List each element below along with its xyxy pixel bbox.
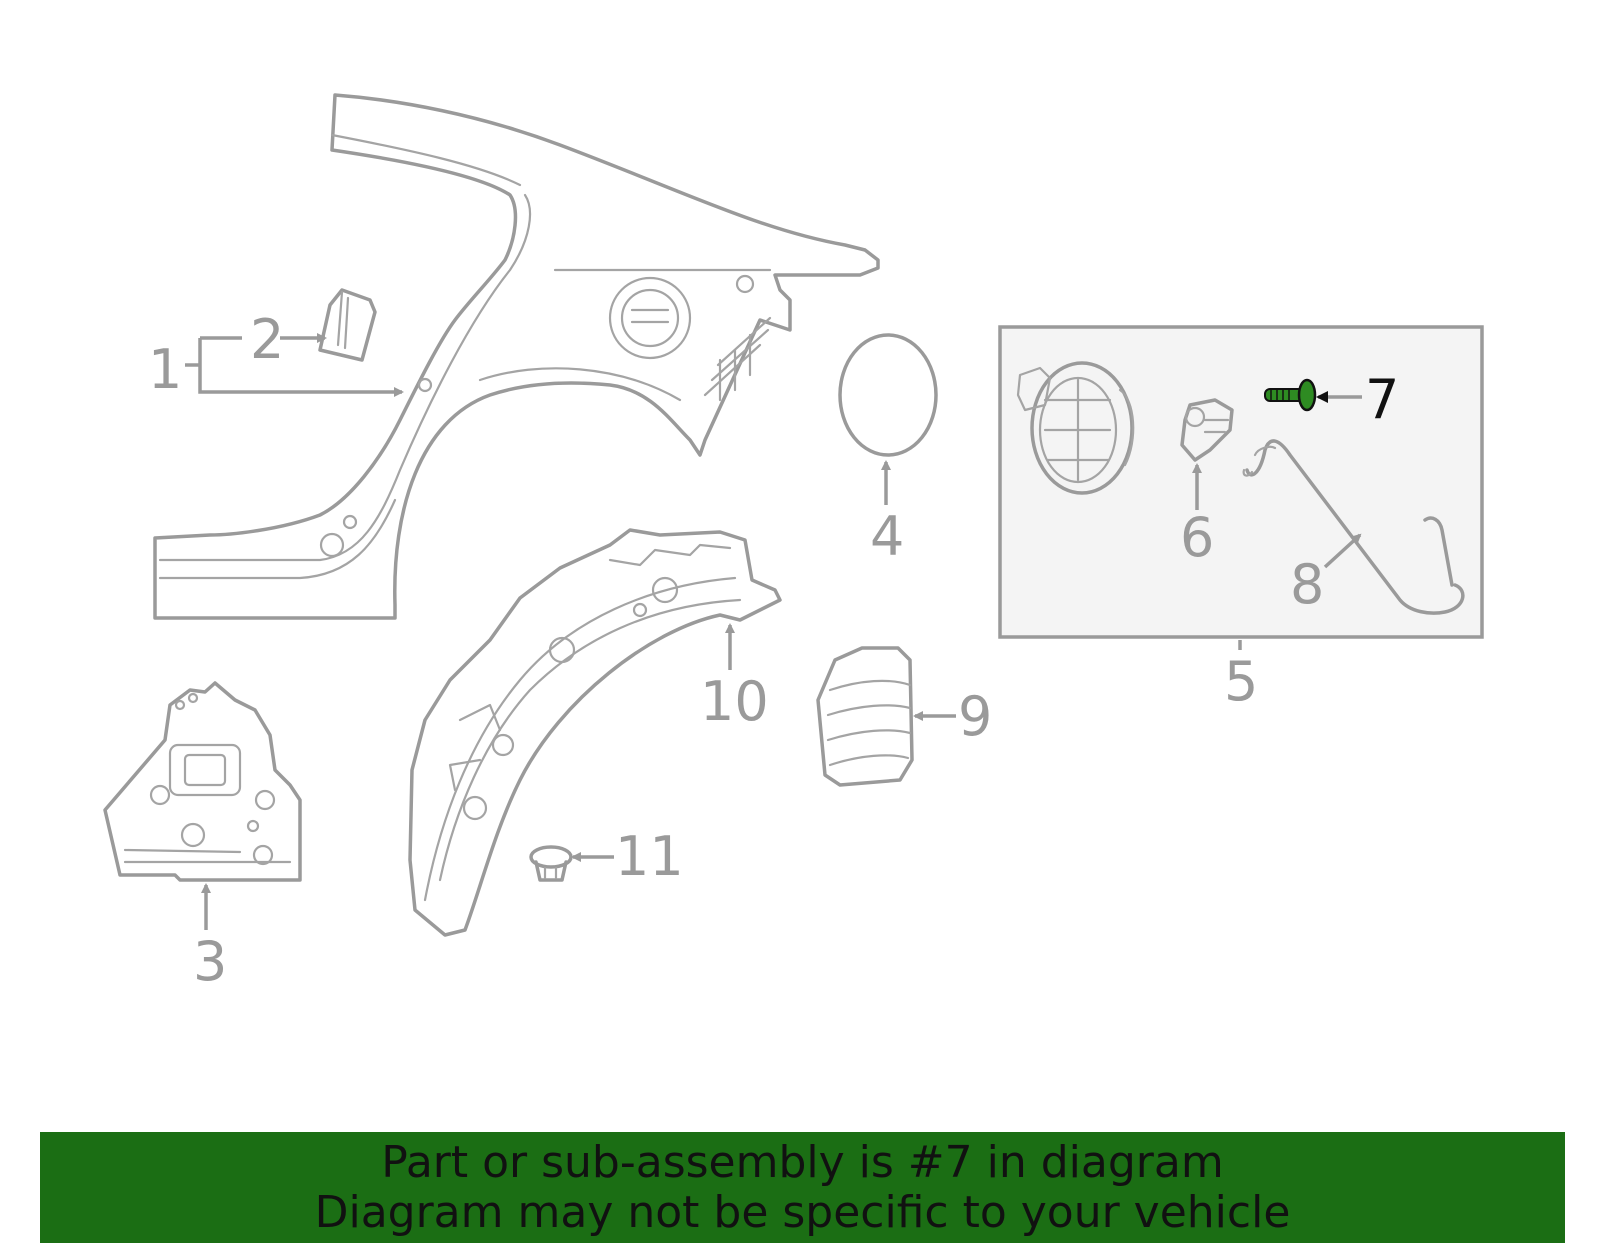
callout-7: 7 (1365, 368, 1399, 431)
bolt-part-highlighted[interactable] (1264, 378, 1317, 412)
banner-line-disclaimer: Diagram may not be specific to your vehi… (314, 1186, 1291, 1238)
banner-line-part-number: Part or sub-assembly is #7 in diagram (381, 1136, 1224, 1188)
info-banner: Part or sub-assembly is #7 in diagram Di… (40, 1132, 1565, 1243)
callout-8: 8 (1290, 553, 1324, 616)
fuel-filler-assembly-box (998, 325, 1484, 639)
bracket-part (318, 288, 377, 362)
callout-4: 4 (870, 505, 904, 568)
vent-part (816, 646, 914, 787)
inner-panel-part (103, 681, 302, 882)
callout-6: 6 (1180, 506, 1214, 569)
callout-10: 10 (700, 670, 769, 733)
callout-3: 3 (193, 930, 227, 993)
callout-1: 1 (148, 338, 182, 401)
fuel-door-part (838, 333, 938, 457)
callout-2: 2 (250, 308, 284, 371)
callout-5: 5 (1224, 650, 1258, 713)
callout-11: 11 (615, 825, 684, 888)
leader-lines (185, 333, 1362, 930)
wheel-liner-part (408, 528, 782, 937)
quarter-panel-part (153, 93, 880, 620)
callout-9: 9 (958, 685, 992, 748)
drain-tube-part (1242, 439, 1465, 615)
clip-part (529, 845, 573, 882)
